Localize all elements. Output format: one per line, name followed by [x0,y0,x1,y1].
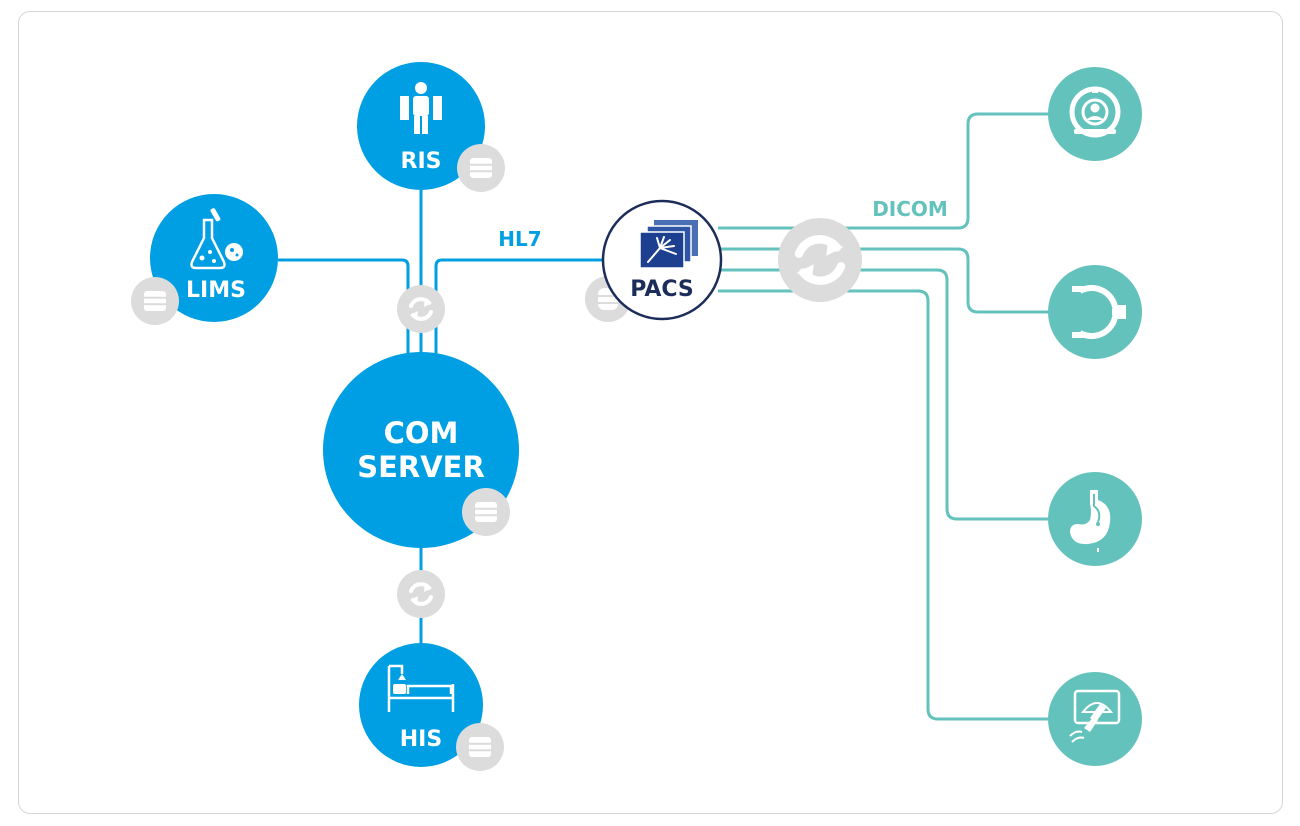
xray-film-icon [639,220,698,269]
dicom-connections [718,112,1060,721]
pacs-label: PACS [630,277,694,302]
dicom-link-us [718,289,1060,721]
hospital-bed-icon [387,664,455,712]
stomach-icon [1070,490,1111,552]
hl7-label: HL7 [498,227,541,251]
pacs-com-link [434,258,604,360]
ris-node: RIS [357,62,505,192]
sync-icon [778,218,862,302]
ultrasound-icon [1069,689,1121,743]
ris-label: RIS [401,149,442,174]
modality-c-arm [1048,265,1142,359]
his-label: HIS [400,727,442,752]
dicom-link-carm [718,247,1060,314]
sync-icon [397,570,445,618]
modality-ultrasound [1048,672,1142,766]
dicom-link-endo [718,268,1060,521]
database-icon [457,144,505,192]
his-node: HIS [359,643,504,771]
com-server-label-line1: COM [384,416,459,450]
com-server-label-line2: SERVER [357,450,485,484]
dicom-link-ct [718,112,1060,230]
modality-endoscopy [1048,472,1142,566]
lims-label: LIMS [186,278,246,303]
dicom-label: DICOM [872,197,948,221]
lims-com-link [278,258,410,360]
c-arm-icon [1072,285,1126,339]
database-icon [131,277,179,325]
pacs-node: PACS [585,199,723,322]
database-icon [456,723,504,771]
laboratory-flask-icon [190,208,243,270]
modality-ct-scanner [1048,67,1142,161]
sync-icon [397,285,445,333]
ct-scanner-icon [1069,86,1121,138]
patient-with-film-icon [400,82,442,134]
com-server-node: COM SERVER [323,352,519,548]
lims-node: LIMS [131,194,278,325]
database-icon [462,488,510,536]
